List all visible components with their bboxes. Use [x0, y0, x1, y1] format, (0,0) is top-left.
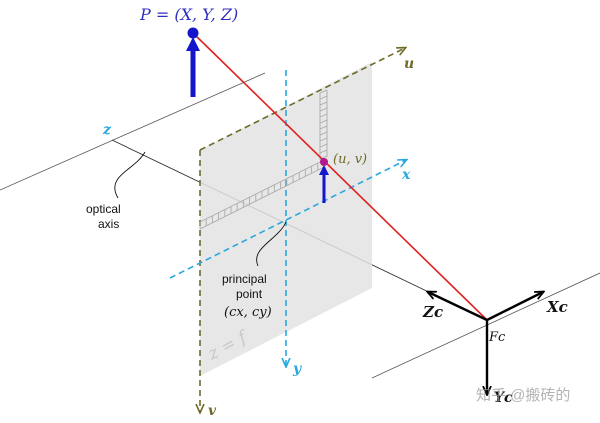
- optical-axis-label-line2: axis: [98, 217, 119, 231]
- pixel-ladder-vertical: [319, 89, 328, 160]
- axis-label-u: u: [404, 56, 414, 72]
- camera-axis-zc: [428, 292, 488, 322]
- principal-point-label-line2: point: [236, 287, 263, 301]
- optical-axis-leader: [114, 151, 146, 199]
- principal-point-label-line3: (cx, cy): [224, 305, 272, 320]
- optical-axis-label-line1: optical: [86, 202, 121, 216]
- frame-label: Fc: [488, 330, 506, 345]
- image-point-label: (u, v): [333, 152, 367, 167]
- principal-point-label-line1: principal: [222, 272, 267, 286]
- watermark: 知乎 @搬砖的: [476, 387, 570, 404]
- world-point-label: P = (X, Y, Z): [139, 5, 238, 24]
- x-axis: [169, 160, 406, 279]
- axis-label-zc: Zc: [422, 303, 443, 321]
- pixel-ladder-horizontal: [199, 159, 325, 230]
- axis-label-x: x: [401, 167, 411, 183]
- image-plane: [200, 62, 372, 376]
- axis-label-xc: Xc: [546, 298, 568, 316]
- axis-label-z: z: [102, 122, 112, 138]
- image-point-marker: [320, 158, 328, 166]
- world-point-marker: [187, 27, 199, 39]
- axis-label-y: y: [292, 361, 302, 377]
- u-axis: [199, 48, 405, 151]
- projection-ray: [192, 32, 488, 321]
- camera-axis-xc: [486, 292, 543, 322]
- principal-point-leader: [256, 221, 287, 267]
- perspective-line-upper: [0, 72, 266, 191]
- axis-label-v: v: [208, 403, 217, 419]
- axis-label-yc: Yc: [494, 390, 513, 406]
